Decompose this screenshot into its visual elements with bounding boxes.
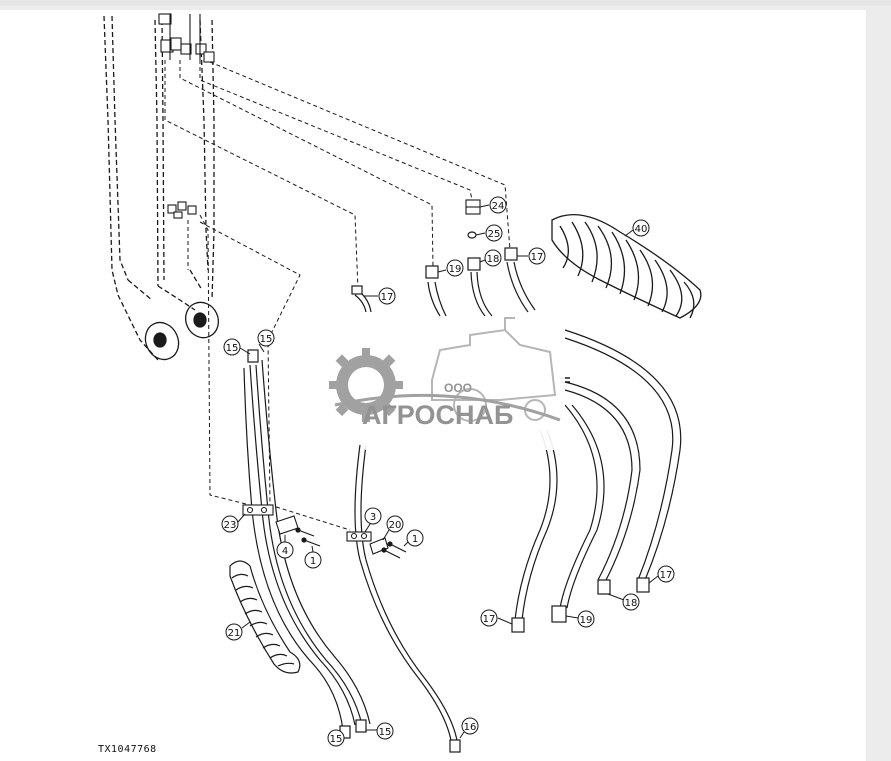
svg-text:19: 19: [580, 615, 593, 626]
svg-text:20: 20: [389, 520, 402, 531]
spiral-guard-40: [551, 214, 702, 319]
callout-4: 4: [276, 535, 294, 559]
svg-text:15: 15: [226, 343, 239, 354]
viewer-top-strip: [0, 0, 891, 6]
hose-19: [425, 265, 447, 317]
hose-17-lower-right: [564, 329, 682, 593]
callout-15-c: 15: [327, 729, 345, 747]
hose-18: [467, 257, 493, 317]
svg-text:23: 23: [224, 520, 237, 531]
watermark-logo: ООО АГРОСНАБ: [329, 317, 565, 450]
fitting-24: [465, 199, 481, 215]
pivot-eye-right: [184, 301, 220, 339]
hose-19-lower: [551, 404, 605, 623]
bolts-1-left: [295, 527, 321, 547]
svg-text:4: 4: [282, 546, 288, 557]
watermark-company: АГРОСНАБ: [362, 400, 513, 430]
callout-25: 25: [475, 224, 503, 242]
svg-text:17: 17: [483, 614, 496, 625]
callout-16: 16: [459, 717, 479, 739]
callout-19-upper: 19: [437, 259, 464, 277]
svg-text:15: 15: [260, 334, 273, 345]
hose-16: [354, 444, 461, 753]
svg-text:21: 21: [228, 628, 241, 639]
hose-bundle-15: [243, 349, 371, 739]
callout-1-right: 1: [403, 529, 424, 547]
callout-18-upper: 18: [479, 249, 502, 267]
callout-40: 40: [624, 219, 650, 237]
callout-1-left: 1: [304, 545, 322, 569]
callout-17-mid: 17: [364, 287, 396, 305]
boom-frame: [103, 15, 215, 361]
svg-text:16: 16: [464, 722, 477, 733]
clamp-3: [346, 531, 372, 542]
svg-text:24: 24: [492, 201, 505, 212]
svg-text:3: 3: [370, 512, 376, 523]
callout-21: 21: [225, 621, 251, 641]
svg-text:19: 19: [449, 264, 462, 275]
callout-20: 20: [382, 515, 404, 541]
svg-text:1: 1: [412, 534, 418, 545]
routing-lines: [164, 60, 511, 531]
hose-17-upper: [351, 285, 372, 313]
o-ring-25: [467, 231, 477, 239]
boom-mid-fittings: [167, 201, 197, 219]
bolts-1-right: [381, 541, 407, 559]
hose-17-lower-left: [511, 429, 558, 633]
svg-text:17: 17: [660, 570, 673, 581]
callout-18-lower: 18: [607, 593, 640, 611]
callout-17-upper-right: 17: [517, 247, 546, 265]
callout-17-lower-left: 17: [480, 609, 513, 627]
callout-15-b: 15: [257, 329, 275, 353]
callout-23: 23: [221, 513, 246, 533]
callouts: 24 25 19 18 17 17: [221, 196, 675, 747]
callout-3: 3: [364, 507, 382, 533]
plate-4: [275, 515, 299, 535]
watermark-prefix: ООО: [444, 381, 472, 395]
figure-id: TX1047768: [98, 744, 157, 755]
callout-15-a: 15: [223, 338, 251, 356]
hose-18-lower: [564, 381, 641, 595]
pivot-eye-left: [144, 321, 180, 361]
plate-20: [369, 537, 389, 555]
callout-24: 24: [479, 196, 507, 214]
svg-text:25: 25: [488, 229, 501, 240]
svg-text:17: 17: [531, 252, 544, 263]
svg-text:18: 18: [487, 254, 500, 265]
callout-15-d: 15: [366, 722, 394, 740]
svg-text:40: 40: [635, 224, 648, 235]
svg-text:18: 18: [625, 598, 638, 609]
svg-text:15: 15: [379, 727, 392, 738]
callout-19-lower: 19: [565, 610, 595, 628]
boom-top-fittings: [158, 13, 215, 63]
gear-icon: [329, 348, 403, 422]
swoosh: [334, 393, 561, 422]
svg-text:17: 17: [381, 292, 394, 303]
svg-text:15: 15: [330, 734, 343, 745]
clamp-23: [242, 504, 274, 516]
svg-text:1: 1: [310, 556, 316, 567]
spiral-wrap-21: [229, 560, 301, 674]
callout-17-lower-right: 17: [648, 565, 675, 584]
hose-17-right: [504, 247, 536, 313]
